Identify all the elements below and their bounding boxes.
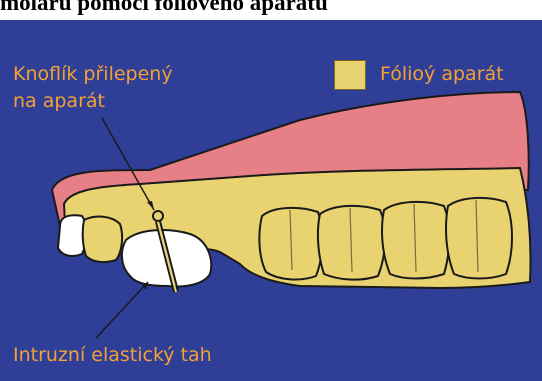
covered-molar-4	[446, 198, 512, 279]
label-button-line1: Knoflík přilepený	[13, 62, 173, 86]
legend-swatch	[334, 60, 366, 90]
label-button-line2: na aparát	[13, 89, 105, 113]
legend-label: Fólioý aparát	[380, 62, 504, 86]
illustration-panel: Knoflík přilepený na aparát Fólioý apará…	[0, 20, 542, 381]
covered-tooth-1	[83, 217, 122, 263]
bonded-button	[153, 211, 163, 221]
pointer-line-elastic	[96, 282, 148, 338]
page-title: moláru pomocí fóliového aparátu	[0, 0, 542, 16]
label-elastic: Intruzní elastický tah	[13, 343, 212, 367]
